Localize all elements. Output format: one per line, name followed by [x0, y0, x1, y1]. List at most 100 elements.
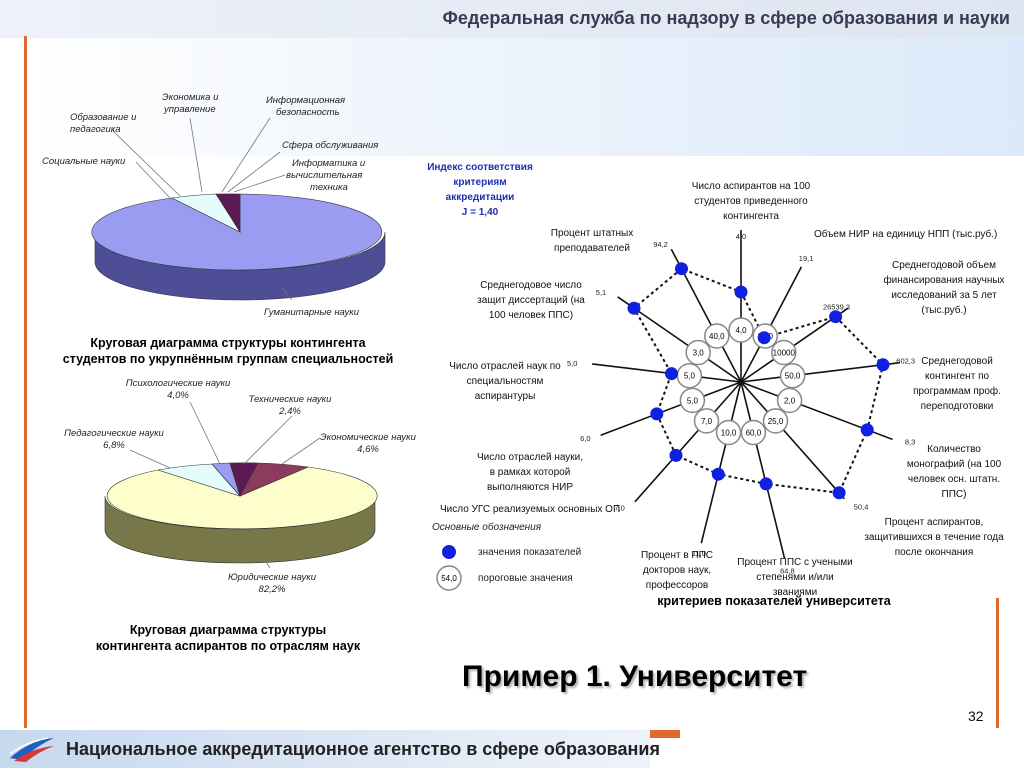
pie1-label-education-1: Образование и	[70, 112, 137, 123]
radar-index-line3: аккредитации	[446, 192, 515, 203]
radar-axis-11-label-3: аспирантуры	[475, 391, 536, 402]
radar-threshold-label-3: 10000	[773, 349, 796, 358]
pie2-value-psych: 4,0%	[167, 390, 189, 401]
pie1-label-education-2: педагогика	[70, 124, 121, 135]
radar-value-point-10	[650, 407, 664, 421]
radar-value-label-13: 94,2	[653, 240, 668, 249]
legend-threshold-marker	[436, 565, 462, 591]
radar-axis-line-8	[700, 381, 742, 544]
radar-axis-line-3	[740, 307, 849, 383]
radar-threshold-label-11: 5,0	[684, 372, 696, 381]
radar-axis-line-4	[740, 361, 900, 383]
pie1-label-economics-2: управление	[163, 104, 216, 115]
radar-value-point-11	[665, 367, 678, 381]
radar-axis-1-label-2: студентов приведенного	[694, 196, 808, 207]
radar-axis-13-label-1: Процент штатных	[551, 228, 634, 239]
radar-axis-line-7	[740, 381, 786, 559]
pie1-label-it-3: техника	[310, 182, 348, 193]
radar-value-point-12	[627, 301, 641, 315]
radar-value-point-4	[876, 358, 890, 372]
radar-value-label-6: 50,4	[854, 502, 869, 511]
radar-value-point-3	[829, 310, 843, 324]
pie1-slice-humanities	[91, 193, 383, 271]
radar-axis-13-label-2: преподавателей	[554, 243, 630, 254]
radar-value-point-7	[759, 477, 773, 491]
pie2-label-ped: Педагогические науки	[64, 428, 164, 439]
radar-axis-10-label-2: в рамках которой	[490, 467, 571, 478]
pie2-side-law	[104, 495, 376, 564]
radar-value-label-12: 5,1	[596, 288, 606, 297]
pie-chart-postgrads: Психологические науки 4,0% Технические н…	[64, 378, 417, 653]
radar-threshold-label-1: 4,0	[735, 326, 747, 335]
radar-threshold-point-13	[704, 323, 730, 349]
pie2-label-psych: Психологические науки	[126, 378, 231, 389]
radar-axis-line-2	[740, 266, 803, 383]
radar-index-line1: Индекс соответствия	[427, 162, 533, 173]
footer-accent	[650, 730, 680, 738]
radar-value-label-3: 26539,3	[823, 302, 850, 311]
pie2-value-tech: 2,4%	[278, 406, 301, 417]
pie1-label-humanities: Гуманитарные науки	[264, 307, 360, 318]
radar-axis-5-label-3: человек осн. штатн.	[908, 474, 1000, 485]
radar-value-point-13	[675, 262, 688, 276]
pie2-label-law: Юридические науки	[228, 572, 317, 583]
radar-value-label-10: 6,0	[580, 434, 590, 443]
radar-axis-6-label-3: после окончания	[895, 547, 974, 558]
radar-threshold-label-8: 10,0	[721, 429, 737, 438]
legend-threshold-sample: 54,0	[441, 574, 457, 583]
pie2-label-tech: Технические науки	[249, 394, 333, 405]
radar-index-line4: J = 1,40	[462, 207, 499, 218]
radar-value-label-7: 64,8	[780, 566, 795, 575]
radar-axis-5-label-1: Количество	[927, 444, 981, 455]
radar-axis-line-9	[634, 381, 742, 503]
pie2-value-econ: 4,6%	[357, 444, 379, 455]
radar-axis-12-label-1: Среднегодовое число	[480, 280, 582, 291]
radar-axis-5-label-4: ППС)	[942, 489, 967, 500]
legend-value-marker	[442, 545, 456, 559]
pie1-label-it-1: Информатика и	[292, 158, 366, 169]
radar-threshold-label-7: 60,0	[746, 429, 762, 438]
pie2-slice-law	[106, 466, 378, 530]
pie1-caption-1: Круговая диаграмма структуры контингента	[90, 336, 366, 350]
pie1-label-infosec-1: Информационная	[266, 95, 345, 106]
radar-axis-4-label-2: контингент по	[925, 371, 990, 382]
pie1-label-service: Сфера обслуживания	[282, 140, 378, 151]
radar-value-polygon	[632, 267, 885, 494]
radar-value-point-9	[669, 448, 683, 462]
radar-value-point-5	[860, 423, 874, 437]
pie1-label-infosec-2: безопасность	[276, 107, 340, 118]
footer-agency-name: Национальное аккредитационное агентство …	[66, 739, 660, 759]
radar-threshold-point-9	[693, 408, 720, 434]
pie1-label-it-2: вычислительная	[286, 170, 362, 181]
radar-threshold-point-12	[685, 339, 711, 366]
pie2-slice-econ	[239, 462, 310, 497]
radar-threshold-label-13: 40,0	[709, 332, 725, 341]
radar-axis-7-label-3: званиями	[773, 587, 817, 598]
radar-threshold-markers: 4,018,01000050,02,025,060,010,07,05,05,0…	[676, 317, 806, 446]
radar-value-point-1	[734, 285, 748, 299]
main-title: Пример 1. Университет	[462, 660, 808, 693]
radar-threshold-point-4	[779, 362, 806, 389]
pie2-leader-lines	[129, 401, 321, 569]
radar-axis-3-label-1: Среднегодовой объем	[892, 259, 996, 271]
pie2-value-ped: 6,8%	[103, 440, 125, 451]
decorative-band	[30, 38, 1024, 156]
radar-threshold-label-5: 2,0	[784, 396, 796, 405]
radar-axis-4-label-4: переподготовки	[921, 401, 994, 412]
radar-axis-3-label-2: финансирования научных	[883, 274, 1004, 286]
radar-value-markers: 4,019,126539,3602,38,350,464,811,07,06,0…	[567, 232, 915, 575]
radar-threshold-point-7	[740, 419, 767, 446]
radar-caption: критериев показателей университета	[657, 594, 892, 608]
pie2-caption-1: Круговая диаграмма структуры	[130, 623, 326, 637]
radar-axis-4-label-1: Среднегодовой	[921, 356, 993, 367]
footer-bar	[0, 730, 650, 768]
radar-value-label-9: 7,0	[614, 504, 624, 513]
legend-title: Основные обозначения	[432, 521, 542, 533]
radar-value-label-5: 8,3	[905, 438, 915, 447]
pie-chart-students: Социальные науки Образование и педагогик…	[42, 92, 393, 366]
radar-threshold-label-6: 25,0	[768, 417, 784, 426]
slide-number: 32	[968, 708, 984, 724]
radar-value-label-4: 602,3	[896, 357, 915, 366]
radar-axis-6-label-1: Процент аспирантов,	[885, 517, 984, 528]
radar-threshold-label-10: 5,0	[687, 396, 699, 405]
